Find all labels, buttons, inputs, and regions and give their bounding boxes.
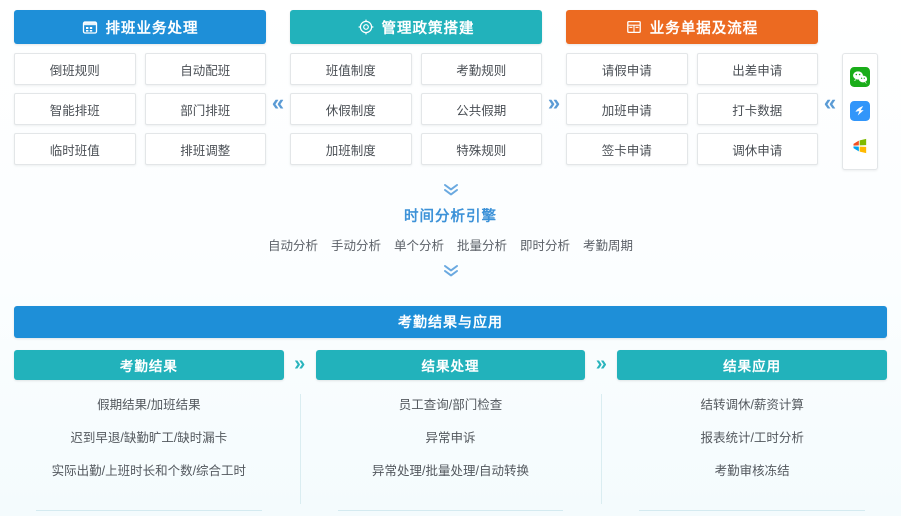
result-line: 异常申诉 — [425, 431, 476, 445]
engine-tag: 自动分析 — [267, 239, 318, 253]
windows-icon[interactable] — [850, 136, 870, 156]
chevron-left-icon-module-1-2: « — [271, 90, 285, 115]
result-column-title: 结果应用 — [617, 350, 888, 380]
engine-title: 时间分析引擎 — [404, 209, 497, 225]
module-documents-items: 请假申请 出差申请 加班申请 打卡数据 签卡申请 调休申请 — [566, 53, 818, 165]
module-item[interactable]: 出差申请 — [696, 53, 818, 85]
dingtalk-icon[interactable] — [850, 101, 870, 122]
results-banner: 考勤结果与应用 — [14, 306, 887, 338]
app-integration-rail — [842, 53, 878, 170]
module-item[interactable]: 加班制度 — [290, 133, 412, 165]
module-policy-header: 管理政策搭建 — [290, 10, 542, 44]
results-separator-1: » — [284, 350, 316, 504]
module-item[interactable]: 排班调整 — [144, 133, 266, 165]
result-column-lines: 结转调休/薪资计算 报表统计/工时分析 考勤审核冻结 — [617, 394, 887, 479]
results-separator-2: » — [585, 350, 617, 504]
engine-tag: 手动分析 — [330, 239, 381, 253]
module-item[interactable]: 特殊规则 — [420, 133, 542, 165]
result-column-attendance-result: 考勤结果 假期结果/加班结果 迟到早退/缺勤旷工/缺时漏卡 实际出勤/上班时长和… — [14, 350, 284, 511]
result-column-title: 考勤结果 — [14, 350, 284, 380]
module-documents-header: 业务单据及流程 — [566, 10, 818, 44]
module-policy: 管理政策搭建 班值制度 考勤规则 休假制度 公共假期 加班制度 特殊规则 — [290, 10, 542, 165]
module-item[interactable]: 调休申请 — [696, 133, 818, 165]
module-item[interactable]: 班值制度 — [290, 53, 412, 85]
module-scheduling: 排班业务处理 倒班规则 自动配班 智能排班 部门排班 临时班值 排班调整 — [14, 10, 266, 165]
gear-icon — [358, 19, 374, 35]
result-line: 结转调休/薪资计算 — [700, 398, 804, 412]
results-row: 考勤结果 假期结果/加班结果 迟到早退/缺勤旷工/缺时漏卡 实际出勤/上班时长和… — [0, 350, 901, 516]
module-documents-title: 业务单据及流程 — [649, 20, 759, 37]
module-item[interactable]: 智能排班 — [14, 93, 136, 125]
module-item[interactable]: 考勤规则 — [420, 53, 542, 85]
engine-tag: 即时分析 — [520, 239, 571, 253]
module-item[interactable]: 打卡数据 — [696, 93, 818, 125]
module-item[interactable]: 请假申请 — [566, 53, 688, 85]
module-item[interactable]: 倒班规则 — [14, 53, 136, 85]
result-column-lines: 员工查询/部门检查 异常申诉 异常处理/批量处理/自动转换 — [316, 394, 586, 479]
module-item[interactable]: 临时班值 — [14, 133, 136, 165]
module-item[interactable]: 签卡申请 — [566, 133, 688, 165]
module-item[interactable]: 加班申请 — [566, 93, 688, 125]
chevron-right-icon-module-2-3: » — [547, 90, 561, 115]
calendar-icon — [82, 19, 98, 35]
engine-tags: 自动分析 手动分析 单个分析 批量分析 即时分析 考勤周期 — [0, 235, 901, 254]
result-line: 考勤审核冻结 — [714, 464, 790, 478]
result-line: 迟到早退/缺勤旷工/缺时漏卡 — [70, 431, 228, 445]
form-icon — [626, 19, 642, 35]
chevron-right-icon: » — [294, 353, 306, 375]
wechat-icon[interactable] — [850, 67, 870, 88]
chevron-right-icon: » — [595, 353, 607, 375]
result-line: 异常处理/批量处理/自动转换 — [372, 464, 529, 478]
result-line: 实际出勤/上班时长和个数/综合工时 — [51, 464, 247, 478]
chevron-down-icon-top — [0, 182, 901, 198]
module-scheduling-items: 倒班规则 自动配班 智能排班 部门排班 临时班值 排班调整 — [14, 53, 266, 165]
chevron-left-icon-apps: « — [823, 90, 837, 115]
engine-tag: 单个分析 — [393, 239, 444, 253]
result-line: 员工查询/部门检查 — [398, 398, 503, 412]
result-line: 报表统计/工时分析 — [700, 431, 804, 445]
engine-tag: 考勤周期 — [583, 239, 634, 253]
result-column-result-application: 结果应用 结转调休/薪资计算 报表统计/工时分析 考勤审核冻结 — [617, 350, 888, 511]
module-scheduling-header: 排班业务处理 — [14, 10, 266, 44]
module-item[interactable]: 公共假期 — [420, 93, 542, 125]
chevron-down-icon-bottom — [0, 263, 901, 279]
divider — [36, 510, 262, 511]
time-analysis-engine: 时间分析引擎 自动分析 手动分析 单个分析 批量分析 即时分析 考勤周期 — [0, 182, 901, 279]
module-scheduling-title: 排班业务处理 — [105, 20, 199, 37]
module-policy-title: 管理政策搭建 — [381, 20, 475, 37]
module-policy-items: 班值制度 考勤规则 休假制度 公共假期 加班制度 特殊规则 — [290, 53, 542, 165]
modules-row: 排班业务处理 倒班规则 自动配班 智能排班 部门排班 临时班值 排班调整 « — [0, 0, 901, 178]
divider — [337, 510, 564, 511]
module-documents: 业务单据及流程 请假申请 出差申请 加班申请 打卡数据 签卡申请 调休申请 — [566, 10, 818, 165]
vertical-divider — [601, 394, 603, 504]
divider — [639, 510, 866, 511]
module-item[interactable]: 部门排班 — [144, 93, 266, 125]
module-item[interactable]: 自动配班 — [144, 53, 266, 85]
module-item[interactable]: 休假制度 — [290, 93, 412, 125]
result-line: 假期结果/加班结果 — [97, 398, 201, 412]
result-column-lines: 假期结果/加班结果 迟到早退/缺勤旷工/缺时漏卡 实际出勤/上班时长和个数/综合… — [14, 394, 284, 479]
result-column-title: 结果处理 — [315, 350, 586, 380]
result-column-result-processing: 结果处理 员工查询/部门检查 异常申诉 异常处理/批量处理/自动转换 — [315, 350, 586, 511]
vertical-divider — [299, 394, 301, 504]
engine-tag: 批量分析 — [457, 239, 508, 253]
